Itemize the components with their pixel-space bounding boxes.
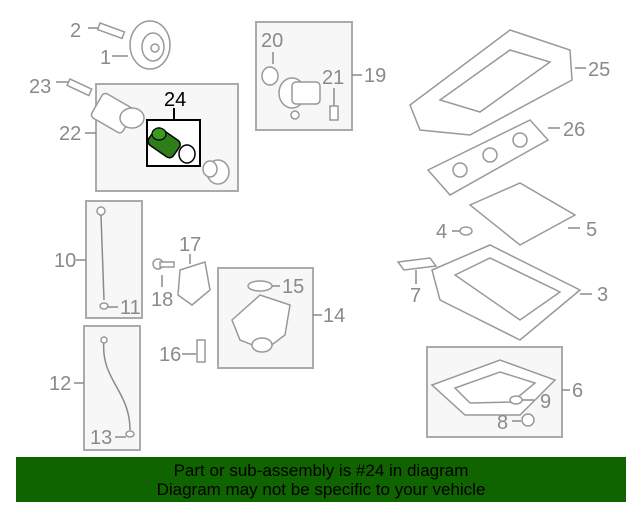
info-banner: Part or sub-assembly is #24 in diagram D… <box>16 457 626 502</box>
bolt-part-18 <box>152 258 175 287</box>
callout-1[interactable]: 1 <box>100 47 111 69</box>
housing-part-19 <box>278 77 321 120</box>
pulley-part-1 <box>112 20 171 70</box>
oring-part-20 <box>261 52 279 86</box>
callout-9[interactable]: 9 <box>540 391 551 413</box>
callout-11[interactable]: 11 <box>120 297 141 319</box>
callout-13[interactable]: 13 <box>90 427 112 449</box>
oil-pan-lower-part-6 <box>430 359 570 416</box>
callout-22[interactable]: 22 <box>59 123 81 145</box>
callout-24[interactable]: 24 <box>164 89 186 111</box>
callout-15[interactable]: 15 <box>282 276 304 298</box>
callout-17[interactable]: 17 <box>179 234 201 256</box>
callout-12[interactable]: 12 <box>49 373 71 395</box>
oring-part-4 <box>452 226 473 236</box>
oil-pump-part-14 <box>231 294 322 353</box>
tube-part-12 <box>100 336 135 438</box>
filter-housing-part <box>90 92 145 134</box>
callout-3[interactable]: 3 <box>597 284 608 306</box>
intake-manifold-part-25 <box>409 29 586 136</box>
callout-19[interactable]: 19 <box>364 65 386 87</box>
oil-pan-upper-part-3 <box>431 244 592 341</box>
bolt-part-21 <box>329 88 339 121</box>
group-box-10 <box>85 200 143 319</box>
banner-line-1: Part or sub-assembly is #24 in diagram <box>173 461 469 480</box>
gasket-part-9 <box>509 395 534 405</box>
callout-20[interactable]: 20 <box>261 30 283 52</box>
gasket-part-26 <box>426 119 560 196</box>
callout-26[interactable]: 26 <box>563 119 585 141</box>
banner-line-2: Diagram may not be specific to your vehi… <box>156 480 486 499</box>
bolt-part-16 <box>182 339 206 363</box>
drain-plug-part-8 <box>512 413 535 427</box>
callout-18[interactable]: 18 <box>151 289 173 311</box>
callout-5[interactable]: 5 <box>586 219 597 241</box>
callout-21[interactable]: 21 <box>322 67 344 89</box>
drain-plug-part <box>202 159 230 185</box>
bracket-part-7 <box>396 257 438 284</box>
callout-7[interactable]: 7 <box>410 285 421 307</box>
callout-10[interactable]: 10 <box>54 250 76 272</box>
callout-14[interactable]: 14 <box>323 305 345 327</box>
callout-16[interactable]: 16 <box>159 344 181 366</box>
cover-part-17 <box>177 254 211 306</box>
callout-25[interactable]: 25 <box>588 59 610 81</box>
callout-6[interactable]: 6 <box>572 380 583 402</box>
baffle-part-5 <box>468 182 580 246</box>
callout-23[interactable]: 23 <box>29 76 51 98</box>
bolt-part-2 <box>88 22 126 40</box>
callout-8[interactable]: 8 <box>497 412 508 434</box>
callout-2[interactable]: 2 <box>70 20 81 42</box>
dipstick-part-10 <box>96 206 118 310</box>
bolt-part-23 <box>56 78 93 97</box>
oil-filter-part-24 <box>147 127 196 164</box>
gasket-part-15 <box>247 280 280 292</box>
callout-4[interactable]: 4 <box>436 221 447 243</box>
